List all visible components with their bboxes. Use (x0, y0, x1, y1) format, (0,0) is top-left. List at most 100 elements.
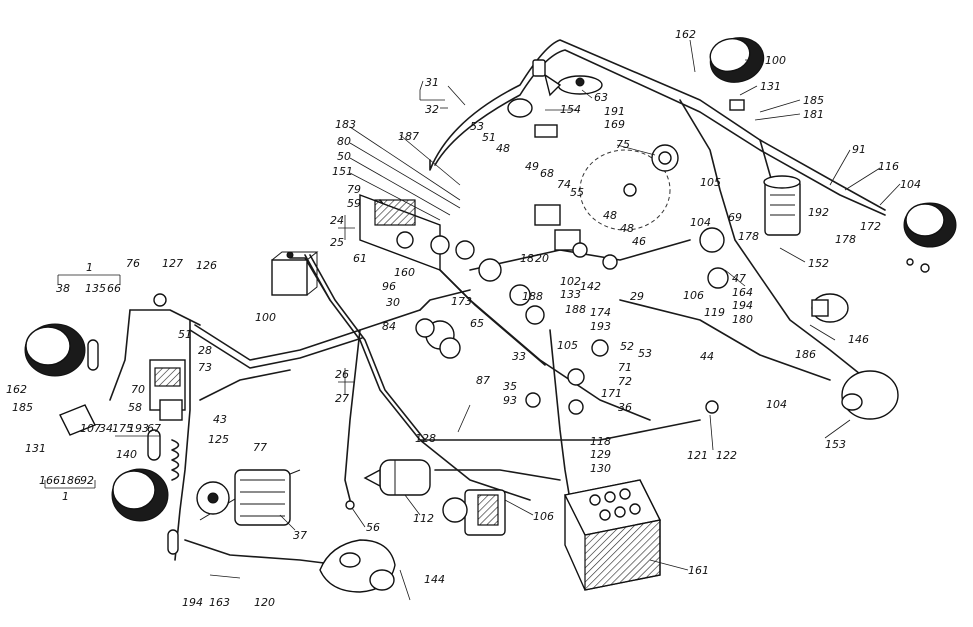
callout-102: 102 (560, 275, 581, 288)
callout-70: 70 (131, 383, 145, 396)
battery (563, 479, 662, 591)
callout-84: 84 (382, 320, 396, 333)
callout-51b: 51 (178, 328, 192, 341)
callout-129: 129 (590, 448, 611, 461)
callout-33: 33 (512, 350, 526, 363)
callout-133: 133 (560, 288, 581, 301)
callout-171: 171 (601, 387, 622, 400)
callout-128: 128 (415, 432, 436, 445)
callout-135: 135 (85, 282, 106, 295)
callout-154: 154 (560, 103, 581, 116)
callout-66: 66 (107, 282, 121, 295)
callout-151: 151 (332, 165, 353, 178)
headlight-left-rear (111, 468, 169, 522)
callout-161: 161 (688, 564, 709, 577)
callout-44: 44 (700, 350, 714, 363)
switch-unit (507, 98, 558, 138)
callout-28: 28 (198, 344, 212, 357)
callout-178b: 178 (738, 230, 759, 243)
generator (196, 469, 291, 526)
callout-1a: 1 (86, 261, 93, 274)
callout-25: 25 (330, 236, 344, 249)
callout-112: 112 (413, 512, 434, 525)
callout-labels: 162 100 131 185 181 31 32 63 154 191 169… (6, 28, 921, 609)
callout-130: 130 (590, 462, 611, 475)
filter-canister (763, 175, 801, 236)
callout-160: 160 (394, 266, 415, 279)
callout-69: 69 (728, 211, 742, 224)
callout-53a: 53 (470, 120, 484, 133)
callout-116: 116 (878, 160, 899, 173)
callout-92: 92 (80, 474, 94, 487)
callout-140: 140 (116, 448, 137, 461)
callout-191: 191 (604, 105, 625, 118)
callout-38: 38 (56, 282, 70, 295)
callout-100b: 100 (255, 311, 276, 324)
callout-162a: 162 (675, 28, 696, 41)
callout-180: 180 (732, 313, 753, 326)
callout-80: 80 (337, 135, 351, 148)
callout-181: 181 (803, 108, 824, 121)
callout-105: 105 (700, 176, 721, 189)
callout-186b: 186 (60, 474, 81, 487)
callout-188b: 188 (565, 303, 586, 316)
ceiling-fan (543, 73, 603, 97)
callout-56: 56 (366, 521, 380, 534)
callout-172: 172 (860, 220, 881, 233)
callout-104b: 104 (690, 216, 711, 229)
sensor-unit (699, 227, 729, 289)
callout-100a: 100 (765, 54, 786, 67)
callout-35: 35 (503, 380, 517, 393)
callout-120: 120 (254, 596, 275, 609)
callout-119: 119 (704, 306, 725, 319)
callout-74: 74 (557, 178, 571, 191)
small-connectors (59, 99, 930, 579)
callout-55: 55 (570, 186, 584, 199)
callout-30: 30 (386, 296, 400, 309)
callout-20: 20 (535, 252, 549, 265)
callout-61: 61 (353, 252, 367, 265)
callout-146: 146 (848, 333, 869, 346)
callout-163: 163 (209, 596, 230, 609)
callout-96: 96 (382, 280, 396, 293)
headlight-right-rear (709, 37, 765, 83)
callout-76: 76 (126, 257, 140, 270)
callout-121: 121 (687, 449, 708, 462)
callout-178a: 178 (835, 233, 856, 246)
callout-152: 152 (808, 257, 829, 270)
callout-162b: 162 (6, 383, 27, 396)
callout-27: 27 (335, 392, 349, 405)
callout-127: 127 (162, 257, 183, 270)
callout-169: 169 (604, 118, 625, 131)
callout-48a: 48 (496, 142, 510, 155)
wiring-harness (109, 39, 886, 566)
callout-193a: 193 (590, 320, 611, 333)
callout-53b: 53 (638, 347, 652, 360)
steering-wheel-outline (579, 149, 671, 231)
callout-188a: 188 (522, 290, 543, 303)
callout-173: 173 (451, 295, 472, 308)
callout-46: 46 (632, 235, 646, 248)
callout-67: 67 (147, 422, 161, 435)
callout-50: 50 (337, 150, 351, 163)
connector-coil (171, 439, 180, 481)
callout-118: 118 (590, 435, 611, 448)
callout-87: 87 (476, 374, 490, 387)
callout-1b: 1 (62, 490, 69, 503)
dome-light (532, 59, 546, 77)
callout-59: 59 (347, 197, 361, 210)
callout-34: 34 (99, 422, 113, 435)
callout-36: 36 (618, 401, 632, 414)
callout-186: 186 (795, 348, 816, 361)
callout-126: 126 (196, 259, 217, 272)
headlight-right-front (903, 202, 957, 248)
callout-185a: 185 (803, 94, 824, 107)
callout-73: 73 (198, 361, 212, 374)
callout-31: 31 (425, 76, 439, 89)
callout-104a: 104 (900, 178, 921, 191)
callout-48b: 48 (603, 209, 617, 222)
callout-105b: 105 (557, 339, 578, 352)
relay-box (271, 251, 319, 296)
ignition-coil (415, 318, 461, 359)
callout-58: 58 (128, 401, 142, 414)
